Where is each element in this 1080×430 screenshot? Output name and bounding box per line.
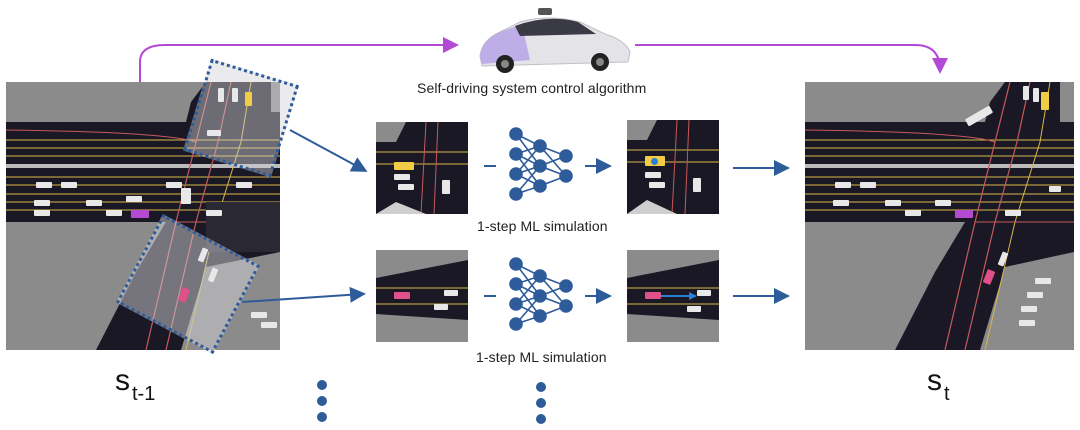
agent-vehicle (1005, 210, 1021, 216)
predicted-position-dot (651, 158, 658, 165)
agent-vehicle (697, 290, 711, 296)
agent-vehicle (394, 292, 410, 299)
agent-vehicle (166, 182, 182, 188)
flow-arrow-from-car (635, 44, 948, 74)
agent-vehicle (181, 188, 191, 204)
agent-vehicle (218, 88, 224, 102)
agent-vehicle (833, 200, 849, 206)
agent-vehicle (434, 304, 448, 310)
agent-vehicle (1049, 186, 1061, 192)
agent-vehicle (261, 322, 277, 328)
agent-vehicle (442, 180, 450, 194)
agent-vehicle (207, 130, 221, 136)
agent-vehicle (885, 200, 901, 206)
crop-input-top (376, 122, 468, 214)
agent-vehicle (106, 210, 122, 216)
agent-vehicle (61, 182, 77, 188)
agent-vehicle (1027, 292, 1043, 298)
ellipsis-center (536, 382, 546, 430)
map-state-next (805, 82, 1074, 350)
ego-vehicle (131, 210, 149, 218)
agent-vehicle (905, 210, 921, 216)
ellipsis-left (317, 380, 327, 428)
state-prev-subscript: t-1 (132, 383, 156, 405)
arrow-crop-bottom (241, 286, 366, 303)
agent-vehicle (398, 184, 414, 190)
agent-vehicle (645, 292, 661, 299)
map-next-drawing (805, 82, 1074, 350)
agent-vehicle (444, 290, 458, 296)
control-algorithm-label: Self-driving system control algorithm (417, 80, 647, 96)
agent-vehicle (394, 162, 414, 170)
agent-vehicle (1035, 278, 1051, 284)
agent-vehicle (1019, 320, 1035, 326)
neural-network-icon (509, 127, 573, 201)
agent-vehicle (687, 306, 701, 312)
agent-vehicle (649, 182, 665, 188)
crop-input-bottom (376, 250, 468, 342)
agent-vehicle (1033, 88, 1039, 102)
state-next-subscript: t (944, 383, 950, 405)
crop-output-top (627, 120, 719, 214)
flow-arrow-to-car (139, 37, 459, 82)
agent-vehicle (645, 172, 661, 178)
agent-vehicle (1023, 86, 1029, 100)
state-prev-symbol: s (115, 364, 130, 397)
agent-vehicle (36, 182, 52, 188)
agent-vehicle (693, 178, 701, 192)
state-next-symbol: s (927, 364, 942, 397)
agent-vehicle (34, 210, 50, 216)
ml-simulation-label-bottom: 1-step ML simulation (476, 349, 607, 365)
agent-vehicle (1021, 306, 1037, 312)
agent-vehicle (1041, 92, 1049, 110)
map-state-prev (6, 82, 280, 350)
agent-vehicle (394, 174, 410, 180)
agent-vehicle (126, 196, 142, 202)
agent-vehicle (251, 312, 267, 318)
agent-vehicle (245, 92, 252, 106)
agent-vehicle (206, 210, 222, 216)
agent-vehicle (232, 88, 238, 102)
ml-simulation-label-top: 1-step ML simulation (477, 218, 608, 234)
arrow-crop-top (289, 129, 368, 172)
agent-vehicle (935, 200, 951, 206)
agent-vehicle (835, 182, 851, 188)
self-driving-car-icon (479, 8, 631, 73)
crop-output-bottom (627, 250, 719, 342)
agent-vehicle (860, 182, 876, 188)
ego-vehicle (955, 210, 973, 218)
neural-network-icon (509, 257, 573, 331)
agent-vehicle (86, 200, 102, 206)
agent-vehicle (34, 200, 50, 206)
agent-vehicle (236, 182, 252, 188)
